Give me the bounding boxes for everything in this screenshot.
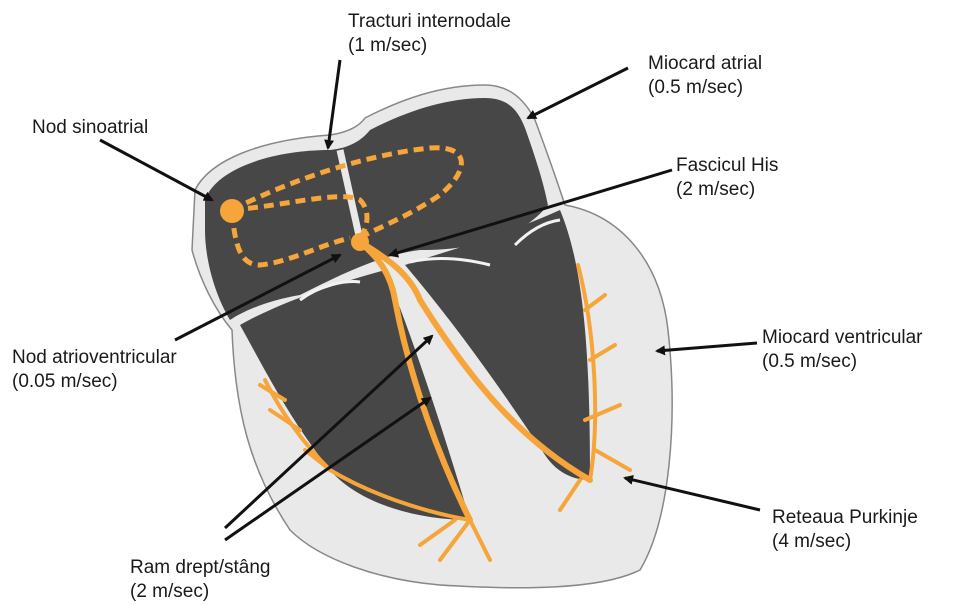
internodal-speed: (1 m/sec)	[348, 34, 511, 58]
arrow-ventricular	[657, 343, 757, 351]
bundle-branch-speed: (2 m/sec)	[130, 580, 270, 604]
purkinje-speed: (4 m/sec)	[772, 530, 918, 554]
label-atrial-myocardium: Miocard atrial (0.5 m/sec)	[648, 52, 762, 100]
atrial-name: Miocard atrial	[648, 52, 762, 76]
sinoatrial-name: Nod sinoatrial	[32, 116, 148, 140]
ventricular-speed: (0.5 m/sec)	[762, 350, 923, 374]
atrial-speed: (0.5 m/sec)	[648, 76, 762, 100]
purkinje-name: Reteaua Purkinje	[772, 506, 918, 530]
label-av-node: Nod atrioventricular (0.05 m/sec)	[12, 346, 177, 394]
sinoatrial-node	[220, 199, 244, 223]
label-bundle-branch: Ram drept/stâng (2 m/sec)	[130, 556, 270, 604]
label-purkinje-network: Reteaua Purkinje (4 m/sec)	[772, 506, 918, 554]
av-name: Nod atrioventricular	[12, 346, 177, 370]
internodal-name: Tracturi internodale	[348, 10, 511, 34]
label-internodal-tracts: Tracturi internodale (1 m/sec)	[348, 10, 511, 58]
arrow-sinoatrial	[100, 140, 212, 200]
label-his-bundle: Fascicul His (2 m/sec)	[676, 154, 778, 202]
his-speed: (2 m/sec)	[676, 178, 778, 202]
arrow-atrial	[528, 68, 628, 118]
av-speed: (0.05 m/sec)	[12, 370, 177, 394]
ventricular-name: Miocard ventricular	[762, 326, 923, 350]
bundle-branch-name: Ram drept/stâng	[130, 556, 270, 580]
label-sinoatrial-node: Nod sinoatrial	[32, 116, 148, 140]
label-ventricular-myocardium: Miocard ventricular (0.5 m/sec)	[762, 326, 923, 374]
his-name: Fascicul His	[676, 154, 778, 178]
